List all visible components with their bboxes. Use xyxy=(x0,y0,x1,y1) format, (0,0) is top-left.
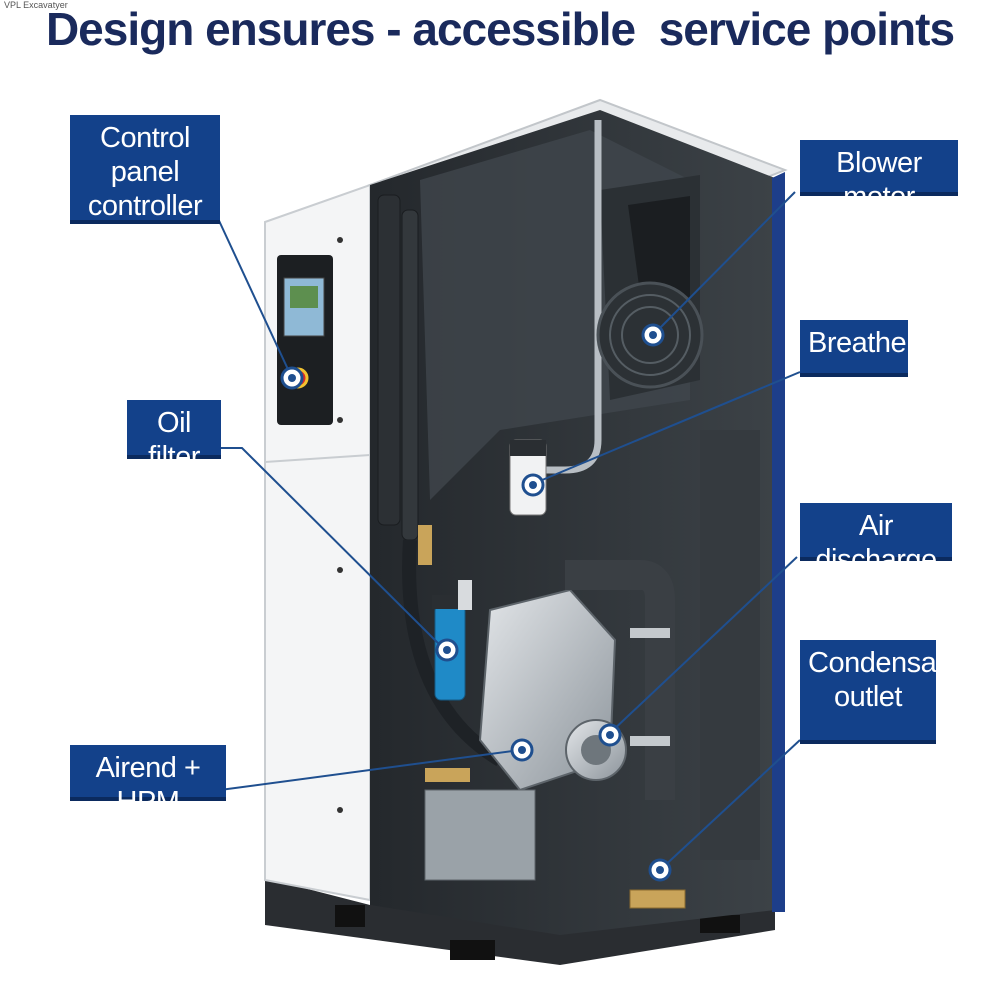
target-marker-icon xyxy=(510,738,534,762)
callout-label: controller xyxy=(87,190,203,222)
discharge-pipe xyxy=(565,560,675,800)
vertical-pipes xyxy=(377,120,602,767)
target-markers xyxy=(280,323,672,882)
leader-line-breather xyxy=(534,371,801,484)
callout-label: Control panel xyxy=(100,122,191,188)
callout-label: Breather xyxy=(808,327,916,359)
leader-line-blower xyxy=(654,191,796,334)
control-panel xyxy=(277,255,333,425)
callout-condensate: Condensate outlet xyxy=(800,640,960,740)
callout-breather: Breather xyxy=(800,320,916,373)
corner-caption: VPL Excavatyer xyxy=(4,0,68,10)
callout-label: Oil filter xyxy=(148,407,200,473)
callout-label: Blower motor xyxy=(836,147,922,213)
callout-label: Condensate xyxy=(808,647,960,679)
callout-airend: Airend + HPM xyxy=(70,745,226,818)
leader-line-condensate xyxy=(659,739,801,871)
leader-lines xyxy=(214,191,801,871)
leader-line-oil-filter xyxy=(214,447,446,651)
target-marker-icon xyxy=(598,723,622,747)
leader-line-air-discharge xyxy=(609,556,798,734)
callout-air-discharge: Air discharge xyxy=(800,503,952,576)
callout-control-panel: Control panel controller xyxy=(70,115,220,222)
callout-label: outlet xyxy=(834,681,902,713)
page-title: Design ensures - accessible service poin… xyxy=(45,3,955,55)
callout-label: Air discharge xyxy=(815,510,937,576)
target-marker-icon xyxy=(648,858,672,882)
target-marker-icon xyxy=(435,638,459,662)
leader-line-control-panel xyxy=(214,211,293,379)
target-marker-icon xyxy=(641,323,665,347)
target-marker-icon xyxy=(521,473,545,497)
callout-blower-motor: Blower motor xyxy=(800,140,958,213)
leader-line-airend xyxy=(219,749,521,791)
callout-oil-filter: Oil filter xyxy=(127,400,221,473)
callout-label: Airend + HPM xyxy=(95,752,201,818)
target-marker-icon xyxy=(280,366,304,390)
